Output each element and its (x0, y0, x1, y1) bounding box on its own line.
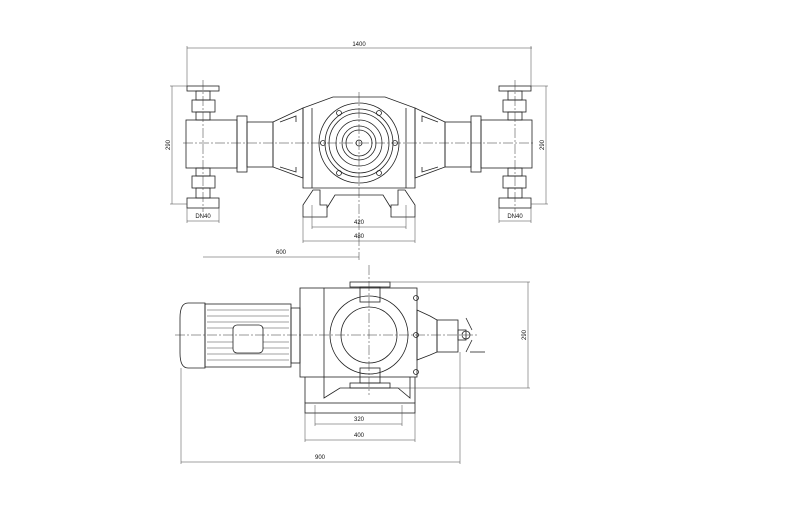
dimension-420: 420 (311, 205, 407, 229)
dim-label-1400: 1400 (352, 42, 366, 48)
gearbox (299, 281, 419, 414)
dim-label-dn40-left: DN40 (195, 214, 211, 220)
gear-housing (183, 92, 535, 260)
dimension-320: 320 (314, 405, 403, 426)
pump-head-right (414, 79, 533, 213)
motor (179, 302, 301, 369)
dimension-1400: 1400 (186, 42, 532, 86)
dim-label-side-290: 290 (522, 329, 528, 340)
dim-label-right-290: 290 (540, 139, 546, 150)
dimension-right-290: 290 (531, 85, 548, 205)
top-view: 1400 290 290 DN40 DN40 (166, 42, 548, 260)
dim-label-480: 480 (354, 234, 365, 240)
dim-label-900: 900 (315, 455, 326, 461)
dimension-600: 600 (203, 250, 359, 258)
dimension-left-290: 290 (166, 85, 187, 205)
pump-head-left (185, 80, 304, 212)
dimension-dn40-right: DN40 (498, 208, 532, 223)
dim-label-dn40-right: DN40 (507, 214, 523, 220)
dim-label-320: 320 (354, 417, 365, 423)
dim-label-420: 420 (354, 220, 365, 226)
dimension-dn40-left: DN40 (186, 208, 220, 223)
dim-label-600: 600 (276, 250, 287, 256)
dim-label-400: 400 (354, 433, 365, 439)
dimension-900: 900 (180, 352, 461, 464)
dimension-400: 400 (304, 413, 416, 442)
dim-label-left-290: 290 (166, 139, 172, 150)
dimension-480: 480 (302, 217, 416, 243)
side-view: 290 320 400 900 (175, 265, 530, 464)
